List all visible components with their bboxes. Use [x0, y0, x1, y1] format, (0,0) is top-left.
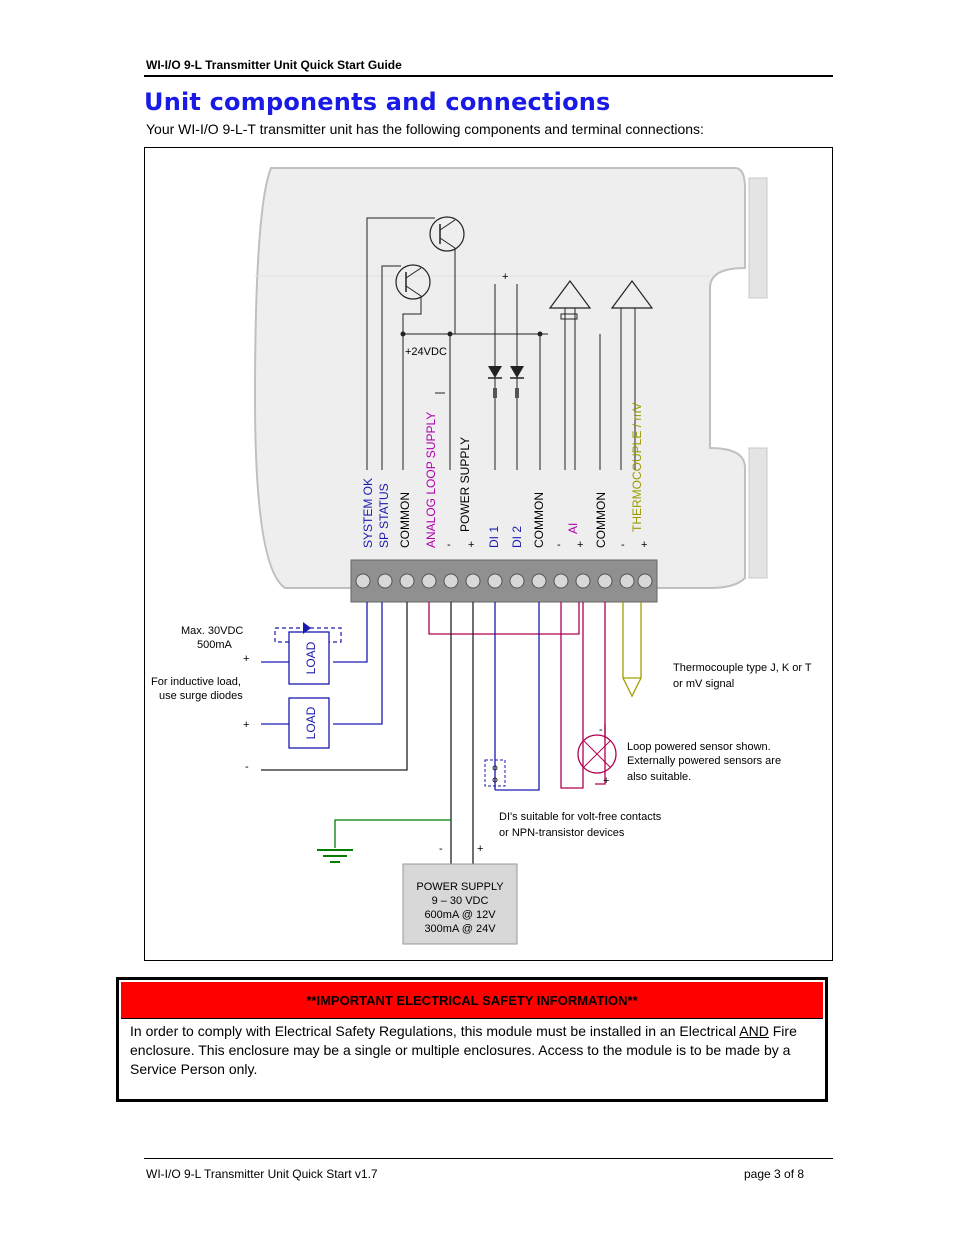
svg-text:+: + [243, 719, 249, 731]
terminal-label: AI [566, 523, 580, 534]
svg-text:+: + [502, 271, 508, 283]
svg-text:+: + [468, 539, 474, 551]
svg-text:-: - [599, 724, 603, 736]
wiring-diagram: SYSTEM OK SP STATUS COMMON ANALOG LOOP S… [144, 147, 833, 961]
svg-text:-: - [621, 539, 625, 551]
din-clip-bottom [748, 447, 768, 579]
svg-text:-: - [439, 843, 443, 855]
svg-text:DI's suitable for volt-free co: DI's suitable for volt-free contacts [499, 811, 662, 823]
svg-text:LOAD: LOAD [304, 641, 318, 674]
terminal-labels: SYSTEM OK SP STATUS COMMON ANALOG LOOP S… [361, 403, 644, 548]
section-intro: Your WI-I/O 9-L-T transmitter unit has t… [146, 121, 704, 137]
svg-text:+: + [243, 653, 249, 665]
header-rule [144, 75, 833, 77]
terminal-label: COMMON [532, 492, 546, 548]
svg-text:or NPN-transistor devices: or NPN-transistor devices [499, 827, 625, 839]
svg-text:Externally powered sensors are: Externally powered sensors are [627, 755, 781, 767]
footer-document-version: WI-I/O 9-L Transmitter Unit Quick Start … [146, 1167, 378, 1181]
svg-text:Thermocouple type J, K or T: Thermocouple type J, K or T [673, 662, 812, 674]
transistor-symbol [429, 216, 465, 252]
terminal-label: THERMOCOUPLE / mV [630, 403, 644, 532]
terminal-label: DI 2 [510, 526, 524, 548]
amplifier-symbol [610, 279, 654, 309]
wiring-diagram-svg: SYSTEM OK SP STATUS COMMON ANALOG LOOP S… [151, 167, 812, 945]
terminal-label: COMMON [594, 492, 608, 548]
terminal-label: POWER SUPPLY [458, 437, 472, 532]
loop-sensor-icon [577, 734, 617, 774]
terminal-label: SYSTEM OK [361, 478, 375, 548]
section-title: Unit components and connections [144, 88, 611, 116]
svg-text:or mV signal: or mV signal [673, 678, 734, 690]
supply-24v-label: +24VDC [405, 346, 447, 358]
terminal-label: SP STATUS [377, 483, 391, 548]
svg-text:+: + [641, 539, 647, 551]
load-box [288, 631, 330, 685]
din-clip-top [748, 177, 768, 299]
svg-text:500mA: 500mA [197, 639, 233, 651]
safety-text: In order to comply with Electrical Safet… [130, 1023, 797, 1077]
terminal-label: COMMON [398, 492, 412, 548]
document-header-title: WI-I/O 9-L Transmitter Unit Quick Start … [146, 58, 402, 72]
svg-text:-: - [447, 539, 451, 551]
safety-emphasis: AND [739, 1023, 769, 1039]
power-supply-box [402, 863, 518, 945]
terminal-screws [355, 573, 653, 589]
svg-text:-: - [557, 539, 561, 551]
svg-text:Max. 30VDC: Max. 30VDC [181, 625, 243, 637]
safety-heading: **IMPORTANT ELECTRICAL SAFETY INFORMATIO… [121, 982, 823, 1019]
svg-text:600mA @ 12V: 600mA @ 12V [424, 909, 496, 921]
svg-text:+: + [477, 843, 483, 855]
svg-text:Loop powered sensor shown.: Loop powered sensor shown. [627, 741, 771, 753]
svg-text:LOAD: LOAD [304, 706, 318, 739]
svg-text:use surge diodes: use surge diodes [159, 690, 243, 702]
terminal-label: DI 1 [487, 526, 501, 548]
load-box [288, 697, 330, 749]
svg-text:also suitable.: also suitable. [627, 771, 691, 783]
footer-page-number: page 3 of 8 [744, 1167, 805, 1181]
footer-rule [144, 1158, 833, 1159]
svg-text:POWER SUPPLY: POWER SUPPLY [416, 881, 504, 893]
svg-text:For inductive load,: For inductive load, [151, 676, 241, 688]
terminal-label: ANALOG LOOP SUPPLY [424, 412, 438, 548]
amplifier-symbol [548, 279, 592, 309]
svg-text:+: + [577, 539, 583, 551]
svg-text:-: - [245, 761, 249, 773]
svg-text:9 – 30 VDC: 9 – 30 VDC [432, 895, 489, 907]
svg-text:300mA @ 24V: 300mA @ 24V [424, 923, 496, 935]
safety-information-box: **IMPORTANT ELECTRICAL SAFETY INFORMATIO… [116, 977, 828, 1102]
transistor-symbol [395, 264, 431, 300]
svg-text:+: + [603, 775, 609, 787]
